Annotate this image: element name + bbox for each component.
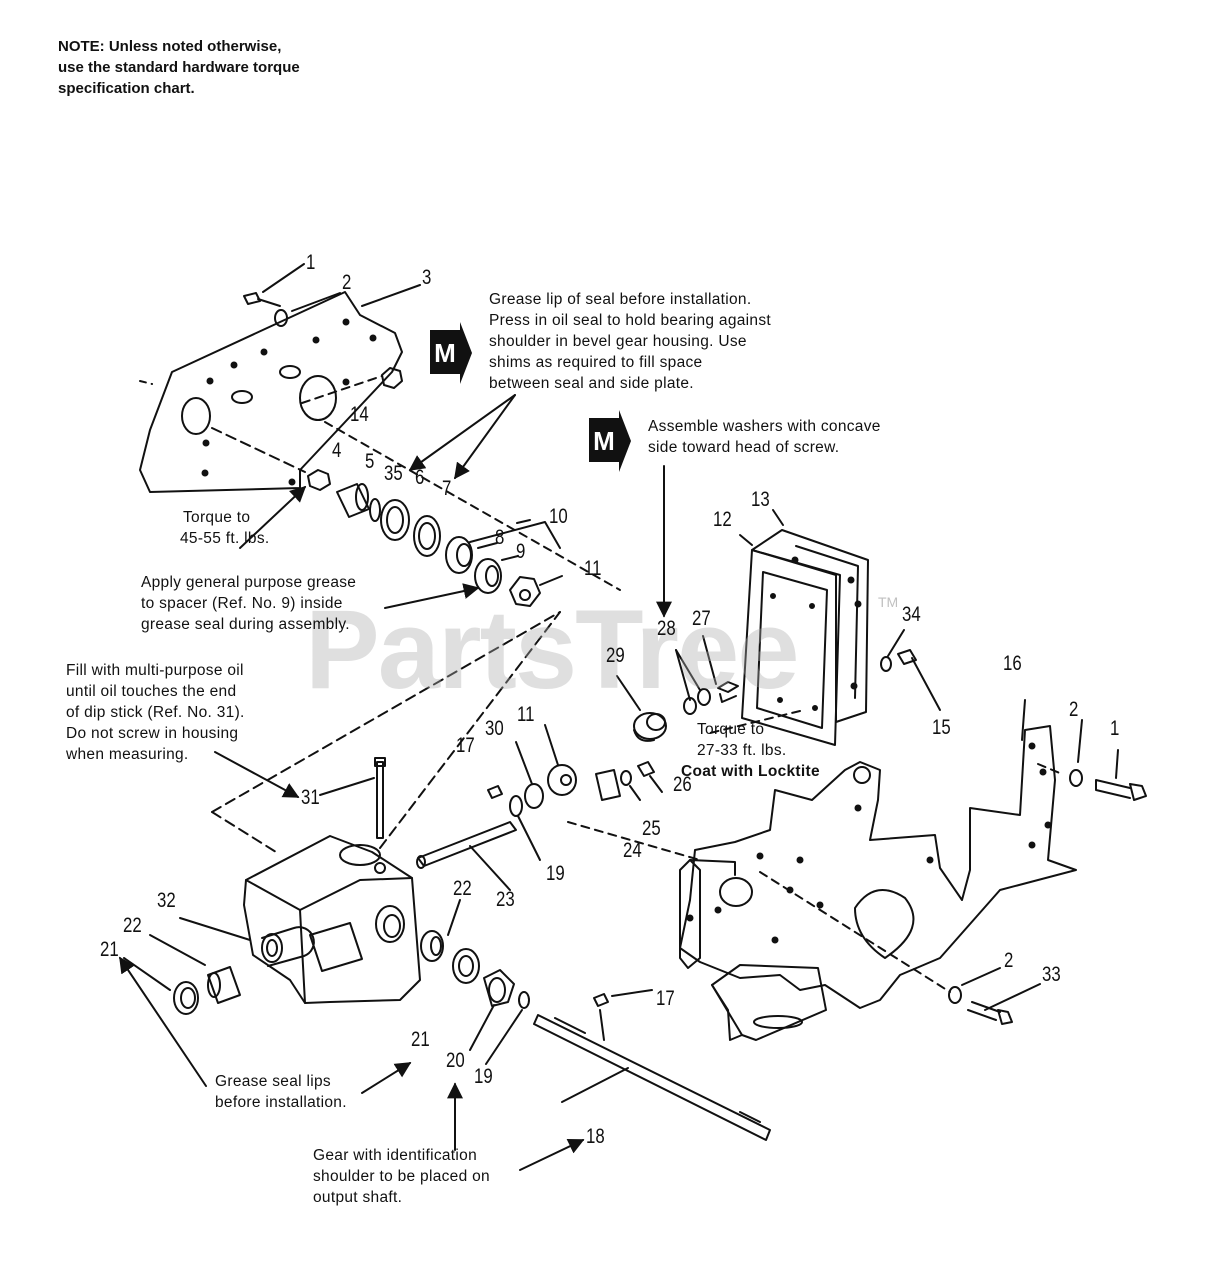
callout-number: 1 <box>1110 717 1120 740</box>
callout-number: 31 <box>301 786 320 809</box>
annotation-torque-27: Torque to 27-33 ft. lbs. <box>697 719 787 761</box>
annotation-line: shoulder to be placed on <box>313 1168 490 1185</box>
callout-number: 3 <box>422 266 432 289</box>
annotation-line: shoulder in bevel gear housing. Use <box>489 333 747 350</box>
annotation-line: to spacer (Ref. No. 9) inside <box>141 595 343 612</box>
annotation-grease-seal-lips: Grease seal lips before installation. <box>215 1071 347 1113</box>
annotation-line: grease seal during assembly. <box>141 616 350 633</box>
callout-number: 7 <box>442 477 452 500</box>
annotation-line: 27-33 ft. lbs. <box>697 742 787 759</box>
annotation-line: when measuring. <box>66 746 189 763</box>
callout-number: 4 <box>332 439 342 462</box>
annotation-assemble-washers: Assemble washers with concave side towar… <box>648 416 881 458</box>
cover-plate <box>751 529 869 723</box>
m-flag-label: M <box>434 338 456 368</box>
annotation-gear-identification: Gear with identification shoulder to be … <box>313 1145 490 1208</box>
callout-number: 17 <box>456 734 475 757</box>
right-side-plate <box>679 725 1077 1009</box>
annotation-line: Fill with multi-purpose oil <box>66 662 244 679</box>
annotation-line: Apply general purpose grease <box>141 574 357 591</box>
callout-number: 17 <box>656 987 675 1010</box>
callout-number: 1 <box>306 251 316 274</box>
callout-number: 22 <box>453 877 472 900</box>
callout-number: 9 <box>516 540 526 563</box>
annotation-line: Torque to <box>697 721 765 738</box>
annotation-line: of dip stick (Ref. No. 31). <box>66 704 245 721</box>
callout-number: 32 <box>157 889 176 912</box>
callout-number: 26 <box>673 773 692 796</box>
callout-number: 21 <box>411 1028 430 1051</box>
callout-number: 20 <box>446 1049 465 1072</box>
m-flag-label: M <box>593 426 615 456</box>
callout-number: 10 <box>549 505 568 528</box>
annotation-fill-oil: Fill with multi-purpose oil until oil to… <box>66 660 245 765</box>
annotation-locktite: Coat with Locktite <box>681 763 820 780</box>
callout-number: 11 <box>517 703 535 726</box>
annotation-line: Assemble washers with concave <box>648 418 881 435</box>
callout-number: 11 <box>584 557 602 580</box>
callout-number: 34 <box>902 603 921 626</box>
note-line: specification chart. <box>58 80 195 97</box>
callout-number: 19 <box>546 862 565 885</box>
callout-number: 27 <box>692 607 711 630</box>
callout-number: 30 <box>485 717 504 740</box>
annotation-apply-grease: Apply general purpose grease to spacer (… <box>141 572 356 635</box>
callout-number: 2 <box>1004 949 1014 972</box>
annotation-line: side toward head of screw. <box>648 439 840 456</box>
callout-number: 2 <box>342 271 352 294</box>
note-line: use the standard hardware torque <box>58 59 300 76</box>
callout-number: 24 <box>623 839 642 862</box>
note-block: NOTE: Unless noted otherwise, use the st… <box>58 36 300 99</box>
gear-housing <box>243 835 421 1004</box>
callout-number: 29 <box>606 644 625 667</box>
callout-number: 15 <box>932 716 951 739</box>
annotation-grease-lip: Grease lip of seal before installation. … <box>489 289 771 394</box>
annotation-line: Press in oil seal to hold bearing agains… <box>489 312 771 329</box>
callout-number: 6 <box>415 466 425 489</box>
callout-number: 21 <box>100 938 119 961</box>
m-flag-icon: M <box>589 410 631 472</box>
annotation-torque-45: Torque to 45-55 ft. lbs. <box>180 507 270 549</box>
annotation-line: Grease seal lips <box>215 1073 331 1090</box>
parts-tree-watermark: PartsTree <box>305 587 800 712</box>
annotation-line: before installation. <box>215 1094 347 1111</box>
annotation-line: 45-55 ft. lbs. <box>180 530 270 547</box>
annotation-line: output shaft. <box>313 1189 403 1206</box>
annotation-line: between seal and side plate. <box>489 375 694 392</box>
callout-number: 35 <box>384 462 403 485</box>
callout-number: 19 <box>474 1065 493 1088</box>
left-side-plate <box>139 291 403 493</box>
callout-number: 18 <box>586 1125 605 1148</box>
annotation-line: until oil touches the end <box>66 683 237 700</box>
callout-number: 13 <box>751 488 770 511</box>
watermark-trademark: TM <box>878 594 899 610</box>
annotation-line: Grease lip of seal before installation. <box>489 291 752 308</box>
annotation-line: shims as required to fill space <box>489 354 703 371</box>
m-flag-icon: M <box>430 322 472 384</box>
callout-number: 25 <box>642 817 661 840</box>
annotation-line: Do not screw in housing <box>66 725 239 742</box>
callout-number: 23 <box>496 888 515 911</box>
callout-number: 16 <box>1003 652 1022 675</box>
callout-number: 33 <box>1042 963 1061 986</box>
callout-number: 8 <box>495 526 505 549</box>
annotation-line: Gear with identification <box>313 1147 478 1164</box>
callout-number: 12 <box>713 508 732 531</box>
callout-number: 14 <box>350 403 369 426</box>
callout-number: 22 <box>123 914 142 937</box>
note-line: NOTE: Unless noted otherwise, <box>58 38 282 55</box>
callout-number: 28 <box>657 617 676 640</box>
callout-number: 2 <box>1069 698 1079 721</box>
output-shaft <box>533 1014 771 1141</box>
annotation-line: Torque to <box>183 509 251 526</box>
callout-number: 5 <box>365 450 375 473</box>
